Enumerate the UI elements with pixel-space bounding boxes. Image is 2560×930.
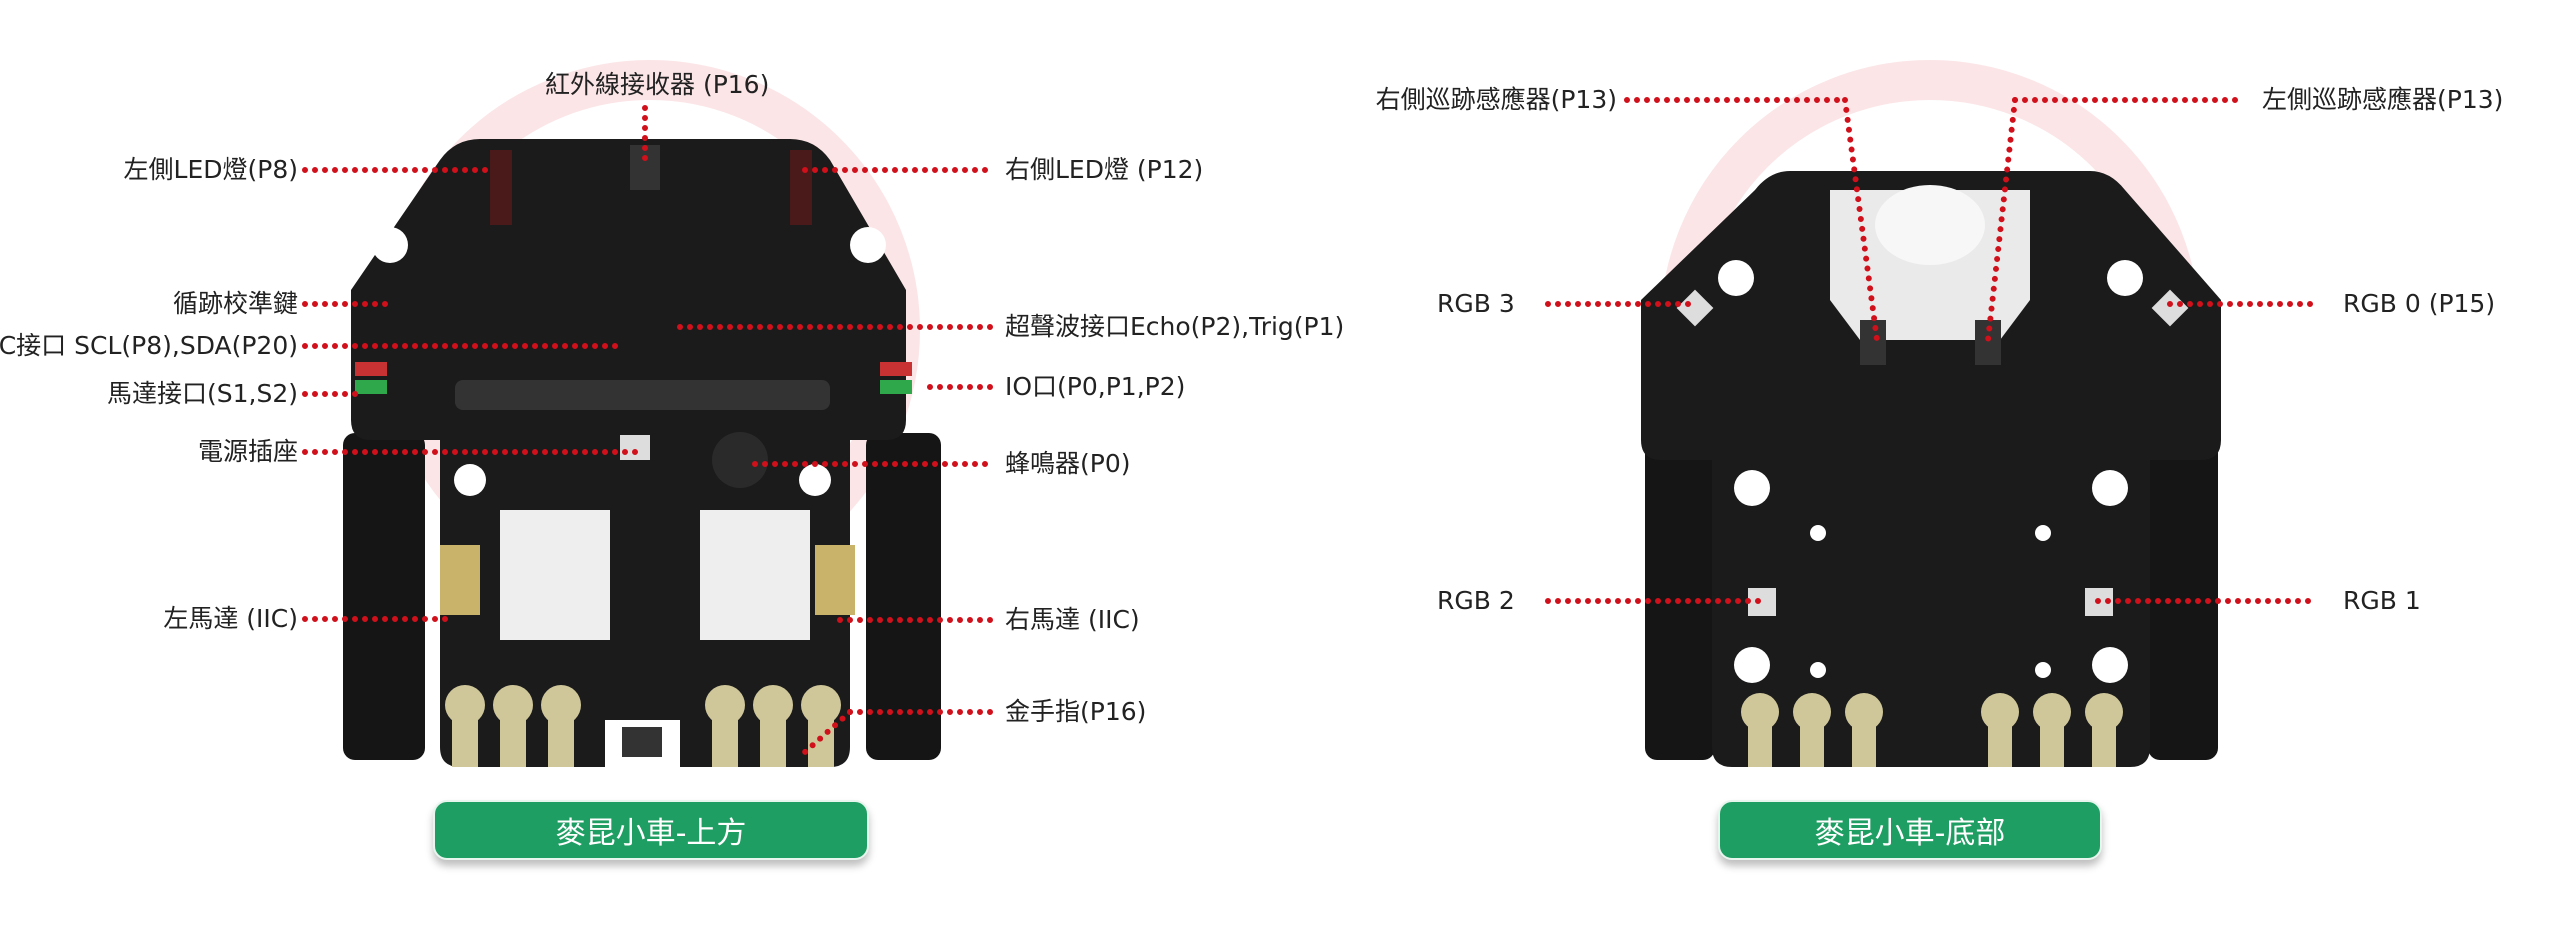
label-right-line-sensor: 右側巡跡感應器(P13) (1375, 85, 1617, 114)
left-led (490, 150, 512, 225)
label-io-port: IO口(P0,P1,P2) (1005, 372, 1186, 401)
label-right-led: 右側LED燈 (P12) (1005, 155, 1204, 184)
caption-top-view: 麥昆小車-上方 (433, 800, 869, 860)
bottom-view-leader-lines (1545, 97, 2318, 604)
rgb3-led (1676, 289, 1714, 327)
rgb2-led (1748, 588, 1776, 616)
right-led (790, 150, 812, 225)
label-rgb2: RGB 2 (1437, 586, 1515, 615)
ir-receiver (630, 145, 660, 190)
gold-fingers (445, 685, 841, 767)
left-motor (500, 510, 610, 640)
top-view-leader-lines (302, 105, 998, 755)
label-gold-finger: 金手指(P16) (1005, 697, 1147, 726)
right-motor (700, 510, 810, 640)
left-wheel (343, 433, 425, 760)
buzzer (712, 432, 768, 488)
label-line-key: 循跡校準鍵 (172, 289, 298, 318)
car-top-view (343, 139, 941, 767)
gold-fingers (1741, 693, 2123, 767)
label-ir-receiver: 紅外線接收器 (P16) (545, 70, 770, 99)
left-gear (440, 545, 480, 615)
label-power-socket: 電源插座 (197, 437, 298, 466)
right-gear (815, 545, 855, 615)
label-iic-port: IIC接口 SCL(P8),SDA(P20) (0, 331, 298, 360)
label-ultrasonic-port: 超聲波接口Echo(P2),Trig(P1) (1005, 312, 1345, 341)
power-socket (620, 435, 650, 460)
pcb-board (1641, 171, 2221, 767)
car-bottom-view (1641, 171, 2221, 767)
label-left-line-sensor: 左側巡跡感應器(P13) (2262, 85, 2504, 114)
label-left-motor: 左馬達 (IIC) (163, 604, 298, 633)
label-right-motor: 右馬達 (IIC) (1005, 605, 1140, 634)
label-rgb1: RGB 1 (2343, 586, 2421, 615)
rgb0-led (2151, 289, 2189, 327)
label-rgb0: RGB 0 (P15) (2343, 289, 2496, 318)
right-wheel (2148, 440, 2218, 760)
edge-connector-slot (455, 380, 830, 410)
label-rgb3: RGB 3 (1437, 289, 1515, 318)
label-left-led: 左側LED燈(P8) (123, 155, 298, 184)
right-wheel (866, 433, 941, 760)
label-motor-port: 馬達接口(S1,S2) (106, 379, 298, 408)
caption-bottom-view: 麥昆小車-底部 (1718, 800, 2102, 860)
label-buzzer: 蜂鳴器(P0) (1005, 449, 1131, 478)
